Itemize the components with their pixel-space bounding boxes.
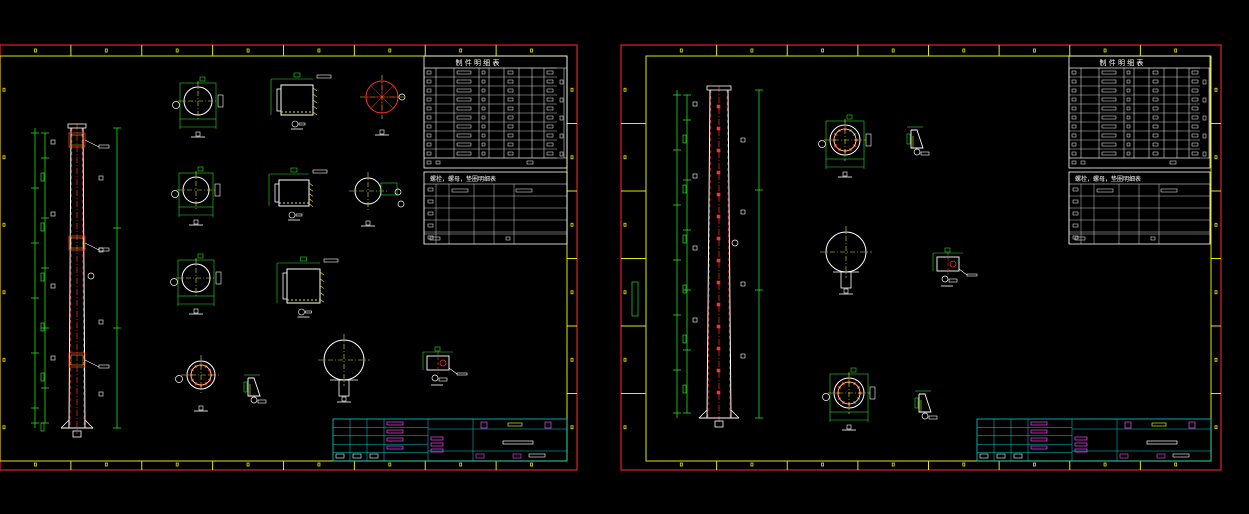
parts-table-title: 制 件 明 细 表 bbox=[456, 58, 500, 67]
title-block bbox=[332, 418, 568, 462]
parts-table-title: 制 件 明 细 表 bbox=[1100, 58, 1144, 67]
section-view-a bbox=[172, 76, 224, 138]
bracket-detail-a bbox=[243, 374, 267, 404]
pipe-section-a bbox=[270, 72, 332, 130]
bolt-table-note: 螺栓，螺母，垫圈明细表 bbox=[1075, 175, 1141, 183]
tower-elevation bbox=[673, 85, 763, 428]
section-view-d bbox=[170, 253, 222, 315]
clip-detail-b bbox=[932, 247, 978, 287]
sheet-left: 制 件 明 细 表螺栓，螺母，垫圈明细表 bbox=[0, 44, 578, 471]
section-view-b bbox=[171, 166, 221, 226]
parts-table: 制 件 明 细 表螺栓，螺母，垫圈明细表 bbox=[423, 55, 568, 245]
base-plate-view bbox=[318, 334, 370, 403]
section-view-c bbox=[349, 172, 405, 227]
parts-table: 制 件 明 细 表螺栓，螺母，垫圈明细表 bbox=[1068, 55, 1211, 245]
base-plate-view-b bbox=[820, 226, 872, 295]
bolt-table-note: 螺栓，螺母，垫圈明细表 bbox=[430, 175, 496, 183]
sheet-right: 制 件 明 细 表螺栓，螺母，垫圈明细表 bbox=[620, 44, 1222, 471]
ring-view-a bbox=[175, 355, 221, 412]
ring-view-b bbox=[818, 114, 872, 178]
tower-elevation bbox=[31, 123, 121, 438]
clip-detail-a bbox=[422, 346, 468, 386]
title-block bbox=[976, 418, 1212, 462]
flange-view-red bbox=[360, 75, 406, 136]
pipe-section-c bbox=[276, 256, 339, 318]
pipe-section-b bbox=[268, 167, 328, 221]
bracket-detail-c bbox=[914, 390, 938, 420]
bracket-detail-b bbox=[906, 126, 930, 156]
ring-view-c bbox=[822, 367, 876, 431]
